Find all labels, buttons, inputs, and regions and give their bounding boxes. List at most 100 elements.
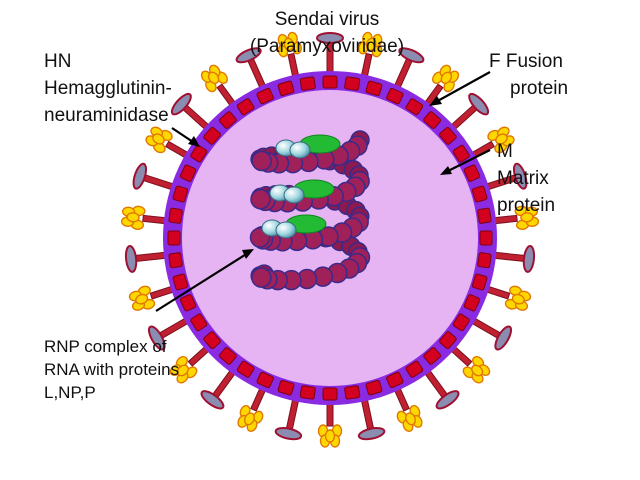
matrix-block — [344, 385, 361, 400]
matrix-block — [168, 252, 183, 269]
envelope-spikes — [120, 31, 540, 448]
rnp-arrow — [155, 252, 249, 312]
rnp-label: RNP complex of RNA with proteins L,NP,P — [44, 335, 179, 404]
matrix-block — [471, 185, 488, 203]
matrix-block — [439, 126, 457, 145]
matrix-block — [479, 230, 493, 246]
matrix-block — [277, 379, 295, 396]
m-label-line-3: protein — [497, 195, 556, 216]
hn-label-line-3: neuraminidase — [44, 105, 169, 126]
polymerase-complex — [269, 179, 335, 204]
rnp-label-line-1: RNP complex of — [44, 337, 167, 356]
f-spike — [237, 384, 268, 432]
hn-spike — [422, 366, 460, 410]
hn-label: HN Hemagglutinin- neuraminidase — [44, 48, 172, 129]
hn-spike — [357, 395, 386, 441]
matrix-block — [386, 371, 404, 389]
matrix-block — [423, 347, 442, 365]
f-spike — [447, 343, 491, 384]
polymerase-complexes — [261, 134, 341, 239]
matrix-block — [218, 347, 237, 365]
hn-spike — [490, 244, 536, 273]
m-label: M Matrix protein — [497, 138, 555, 219]
matrix-block — [439, 331, 457, 350]
matrix-block — [471, 273, 488, 291]
matrix-block — [365, 80, 383, 97]
f-spike — [392, 384, 423, 432]
matrix-block — [179, 294, 197, 312]
matrix-block — [477, 252, 492, 269]
matrix-block — [322, 387, 338, 401]
rnp-label-line-3: L,NP,P — [44, 383, 96, 402]
m-label-line-2: Matrix — [497, 168, 549, 189]
f-spike — [482, 284, 532, 311]
f-spike — [468, 126, 515, 161]
f-spike — [490, 205, 540, 231]
title-line-1: Sendai virus — [274, 9, 380, 30]
hn-spike — [147, 315, 192, 351]
matrix-block — [179, 164, 197, 182]
matrix-block — [236, 98, 255, 116]
matrix-block — [203, 126, 221, 145]
matrix-block — [218, 111, 237, 129]
m-arrowhead — [440, 166, 452, 175]
matrix-block — [405, 98, 424, 116]
matrix-block — [190, 144, 208, 163]
f-arrow — [433, 71, 491, 104]
hn-spike — [274, 395, 303, 441]
m-arrow — [445, 149, 491, 173]
f-spike — [145, 126, 192, 161]
rnp-bead — [250, 189, 271, 210]
matrix-block — [299, 385, 316, 400]
matrix-block — [299, 76, 316, 91]
matrix-block — [423, 111, 442, 129]
matrix-block — [463, 294, 481, 312]
f-spike — [128, 284, 178, 311]
polymerase-complex — [261, 214, 327, 239]
hn-spike — [447, 92, 490, 133]
matrix-block — [203, 331, 221, 350]
f-spike — [358, 31, 383, 81]
f-label-line-1: F Fusion — [489, 51, 563, 72]
m-label-line-1: M — [497, 141, 513, 162]
f-spike — [317, 399, 343, 448]
matrix-block — [277, 80, 295, 97]
rnp-bead — [251, 267, 272, 288]
matrix-block — [256, 371, 274, 389]
matrix-block — [236, 360, 255, 378]
matrix-block — [190, 313, 208, 332]
rnp-bead — [251, 150, 272, 172]
rnp-arrowhead — [242, 249, 254, 259]
matrix-block — [167, 230, 181, 246]
matrix-block — [172, 273, 189, 291]
hn-label-line-1: HN — [44, 51, 72, 72]
hn-spike — [316, 32, 344, 77]
hn-arrowhead — [188, 136, 200, 147]
matrix-block — [256, 87, 274, 105]
matrix-block — [365, 379, 383, 396]
f-label: F Fusion protein — [489, 48, 568, 102]
f-spike — [169, 343, 213, 384]
f-arrowhead — [429, 96, 442, 106]
matrix-block — [168, 207, 183, 224]
pointer-arrows — [155, 71, 491, 312]
matrix-block — [463, 164, 481, 182]
hn-label-line-2: Hemagglutinin- — [44, 78, 172, 99]
matrix-block — [452, 313, 470, 332]
f-spike — [120, 205, 170, 231]
matrix-block — [322, 75, 338, 89]
diagram-title: Sendai virus (Paramyxoviridae) — [227, 6, 427, 60]
matrix-block — [405, 360, 424, 378]
hn-spike — [170, 92, 213, 133]
matrix-block — [477, 207, 492, 224]
matrix-block — [386, 87, 404, 105]
matrix-protein-layer — [167, 75, 493, 401]
matrix-block — [344, 76, 361, 91]
title-line-2: (Paramyxoviridae) — [249, 36, 405, 57]
f-label-line-2: protein — [510, 78, 569, 99]
matrix-block — [452, 144, 470, 163]
rnp-label-line-2: RNA with proteins — [44, 360, 180, 379]
polymerase-complex — [275, 134, 341, 159]
matrix-block — [172, 185, 189, 203]
